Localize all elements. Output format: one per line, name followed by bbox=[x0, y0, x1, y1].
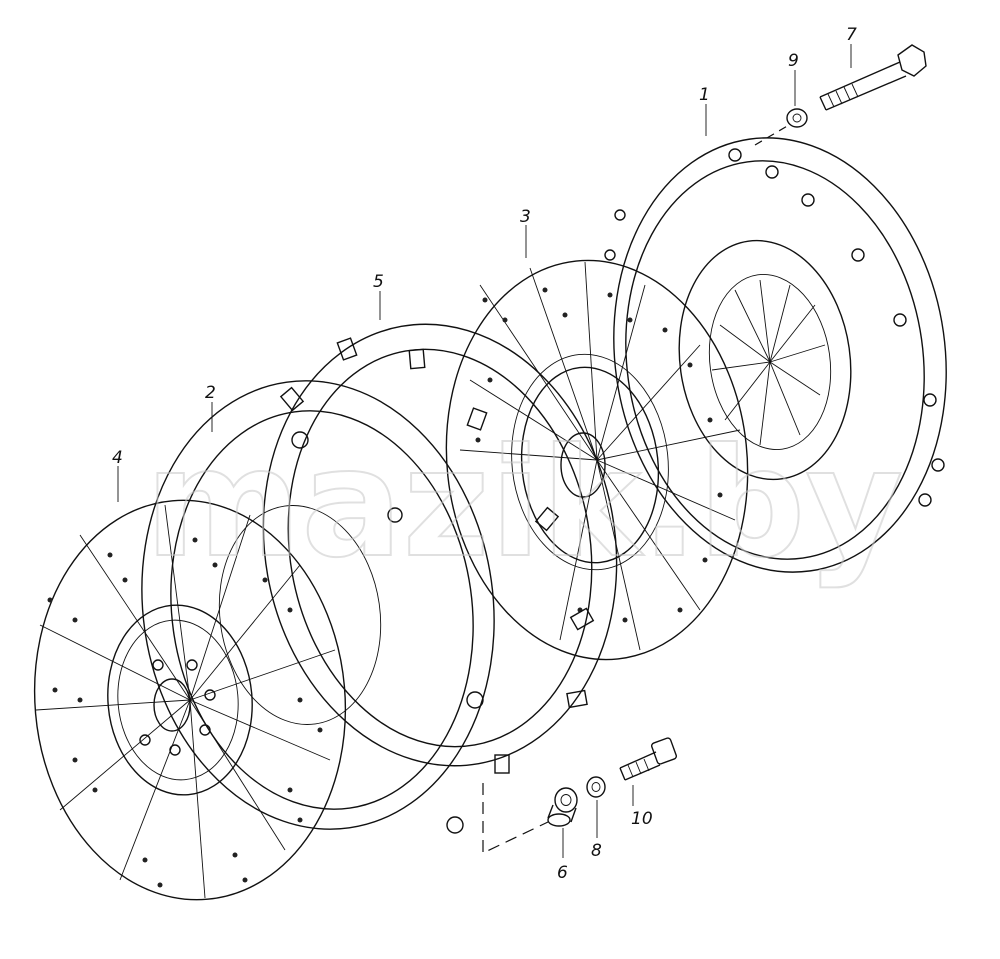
part-8-small-washer bbox=[586, 776, 606, 798]
assembly-dash-line bbox=[482, 783, 549, 854]
part-3-clutch-disc bbox=[445, 259, 749, 661]
part-9-washer bbox=[786, 108, 808, 128]
cover-bolt-holes bbox=[604, 148, 945, 507]
callout-1: 1 bbox=[699, 85, 710, 105]
callout-7: 7 bbox=[846, 25, 857, 45]
part-4-front-clutch-disc bbox=[33, 499, 347, 901]
callout-9: 9 bbox=[788, 51, 799, 71]
watermark-text: mazik.by bbox=[145, 417, 903, 591]
callout-4: 4 bbox=[112, 448, 123, 468]
assembly-dash-line-cover bbox=[754, 124, 790, 146]
callout-labels: 1 2 3 4 5 6 7 8 9 10 bbox=[112, 25, 857, 883]
callout-2: 2 bbox=[205, 383, 216, 403]
callout-6: 6 bbox=[557, 863, 568, 883]
callout-3: 3 bbox=[520, 207, 531, 227]
callout-10: 10 bbox=[631, 809, 653, 829]
callout-8: 8 bbox=[591, 841, 602, 861]
part-10-short-bolt bbox=[619, 737, 678, 781]
callout-5: 5 bbox=[373, 272, 384, 292]
part-6-bushing bbox=[547, 787, 578, 827]
leader-lines bbox=[117, 44, 852, 858]
part-7-long-bolt bbox=[819, 44, 927, 111]
part-2-pressure-plate bbox=[141, 380, 495, 834]
part-1-pressure-plate-cover bbox=[604, 137, 947, 573]
